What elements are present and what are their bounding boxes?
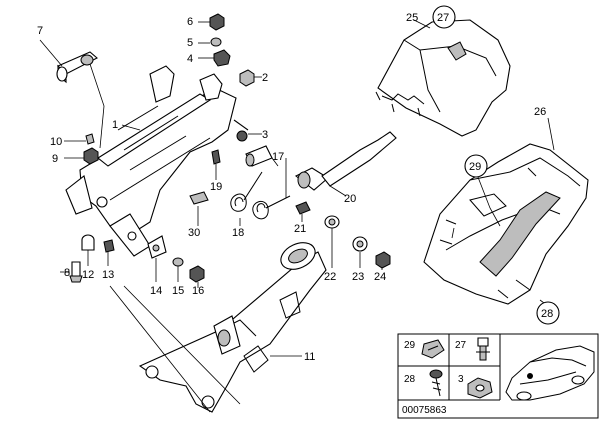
label-25: 25 xyxy=(406,12,418,24)
inset-screw-icon xyxy=(429,369,443,397)
label-20: 20 xyxy=(344,193,356,205)
part-30-pad xyxy=(189,191,209,226)
part-21-bolt xyxy=(295,201,311,222)
part-9-nut xyxy=(64,147,99,165)
part-15-washer xyxy=(172,257,184,282)
part-3-bolt xyxy=(233,119,262,142)
part-4-bolt xyxy=(198,49,231,67)
inset-rivet-icon xyxy=(476,337,490,361)
part-6-nut xyxy=(198,13,225,31)
label-19: 19 xyxy=(210,181,222,193)
label-27: 27 xyxy=(437,12,449,24)
label-3: 3 xyxy=(262,129,268,141)
label-18: 18 xyxy=(232,227,244,239)
label-21: 21 xyxy=(294,223,306,235)
label-23: 23 xyxy=(352,271,364,283)
label-28: 28 xyxy=(541,308,553,320)
label-17: 17 xyxy=(272,151,284,163)
label-24: 24 xyxy=(374,271,386,283)
part-18-spring xyxy=(230,171,291,226)
part-8-bolt xyxy=(60,261,83,283)
label-29: 29 xyxy=(469,161,481,173)
label-16: 16 xyxy=(192,285,204,297)
part-13-bolt xyxy=(103,239,115,266)
callout-circle-29 xyxy=(464,154,488,178)
label-2: 2 xyxy=(262,72,268,84)
callout-circle-27 xyxy=(432,5,456,29)
label-12: 12 xyxy=(82,269,94,281)
part-12-bushing xyxy=(81,234,95,266)
label-14: 14 xyxy=(150,285,162,297)
label-15: 15 xyxy=(172,285,184,297)
part-2-nut xyxy=(239,69,262,87)
label-22: 22 xyxy=(324,271,336,283)
label-8: 8 xyxy=(64,267,70,279)
part-22-bushing xyxy=(324,215,340,268)
callout-circle-28 xyxy=(536,301,560,325)
part-7-clamp xyxy=(39,39,105,149)
catalog-number: 00075863 xyxy=(402,405,447,416)
part-14-plate xyxy=(147,235,167,282)
part-16-nut xyxy=(189,265,205,288)
label-11: 11 xyxy=(304,351,315,363)
label-4: 4 xyxy=(187,53,193,65)
part-5-washer xyxy=(198,37,222,47)
part-10-pin xyxy=(64,133,95,145)
inset-label-27: 27 xyxy=(455,340,467,351)
inset-label-29: 29 xyxy=(404,340,416,351)
part-labels: 7 6 5 4 2 1 3 10 9 17 19 20 30 18 21 8 1… xyxy=(37,5,560,363)
part-20-sensor-arm xyxy=(294,131,397,197)
part-25-upper-shroud xyxy=(375,19,511,137)
label-9: 9 xyxy=(52,153,58,165)
part-23-washer xyxy=(352,236,368,268)
label-30: 30 xyxy=(188,227,200,239)
label-7: 7 xyxy=(37,25,43,37)
inset-car-silhouette xyxy=(505,345,595,401)
inset-label-28: 28 xyxy=(404,374,416,385)
part-17-motor xyxy=(245,145,287,198)
label-5: 5 xyxy=(187,37,193,49)
label-26: 26 xyxy=(534,106,546,118)
label-1: 1 xyxy=(112,119,118,131)
inset-box: 29 27 28 3 00075863 xyxy=(397,333,599,419)
part-26-lower-shroud xyxy=(423,117,589,313)
inset-nut-icon xyxy=(467,377,493,399)
label-6: 6 xyxy=(187,16,193,28)
callout-leaders xyxy=(451,171,501,239)
label-10: 10 xyxy=(50,136,62,148)
part-11-column-tube xyxy=(109,242,327,413)
part-24-nut xyxy=(375,251,391,270)
inset-label-3: 3 xyxy=(458,374,464,385)
part-19-clip xyxy=(211,149,221,180)
inset-clip-icon xyxy=(421,339,445,359)
part-1-support-bracket xyxy=(65,65,237,257)
label-13: 13 xyxy=(102,269,114,281)
